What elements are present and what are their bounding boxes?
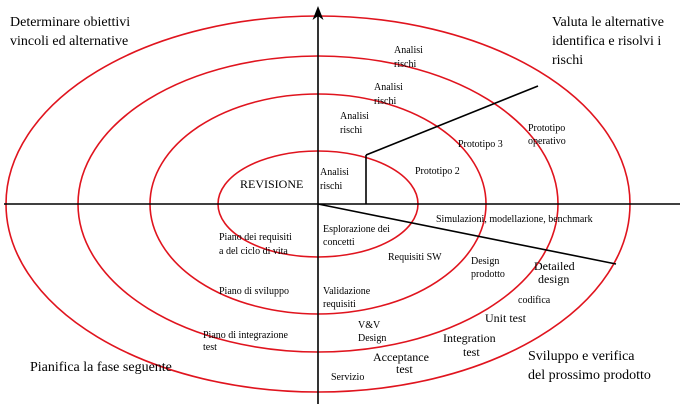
quadrant-bottom-right-line1: Sviluppo e verifica	[528, 349, 635, 364]
prototype-operative-line1: Prototipo	[528, 123, 565, 134]
plan-development-label: Piano di sviluppo	[219, 286, 289, 297]
development-labels: Esplorazione dei concetti Requisiti SW Va…	[323, 224, 575, 383]
acceptance-test-line2: test	[396, 362, 413, 376]
axes	[4, 16, 680, 404]
requirements-sw-label: Requisiti SW	[388, 252, 442, 263]
risk-analysis-2-line1: Analisi	[340, 111, 369, 122]
prototype-3-label: Prototipo 3	[458, 139, 503, 150]
design-product-line2: prodotto	[471, 269, 505, 280]
quadrant-bottom-right-line2: del prossimo prodotto	[528, 368, 651, 383]
plan-requirements-line1: Piano dei requisiti	[219, 232, 292, 243]
y-axis-arrow	[312, 6, 324, 20]
simulation-label: Simulazioni, modellazione, benchmark	[436, 214, 593, 225]
risk-analysis-1-line2: rischi	[320, 181, 342, 192]
acceptance-test-line1: Acceptance	[373, 350, 429, 364]
vv-design-line2: Design	[358, 333, 386, 344]
planning-labels: Piano dei requisiti a del ciclo di vita P…	[203, 232, 292, 353]
design-product-line1: Design	[471, 256, 499, 267]
integration-test-line2: test	[463, 345, 480, 359]
center-revisione-label: REVISIONE	[240, 177, 303, 191]
quadrant-top-right-line2: identifica e risolvi i	[552, 34, 661, 49]
quadrant-top-right-line3: rischi	[552, 53, 583, 68]
plan-requirements-line2: a del ciclo di vita	[219, 246, 288, 257]
coding-label: codifica	[518, 295, 551, 306]
risk-analysis-3-line1: Analisi	[374, 82, 403, 93]
plan-integration-line1: Piano di integrazione	[203, 330, 289, 341]
quadrant-top-right-line1: Valuta le alternative	[552, 15, 664, 30]
detailed-design-line1: Detailed	[534, 259, 575, 273]
unit-test-label: Unit test	[485, 311, 527, 325]
risk-analysis-3-line2: rischi	[374, 96, 396, 107]
quadrant-top-left-line1: Determinare obiettivi	[10, 15, 130, 30]
quadrant-bottom-left-line1: Pianifica la fase seguente	[30, 360, 172, 375]
concept-exploration-line2: concetti	[323, 237, 355, 248]
integration-test-line1: Integration	[443, 331, 496, 345]
prototype-labels: Prototipo 2 Prototipo 3 Prototipo operati…	[415, 123, 566, 177]
svg-text:Pianifica la fase seguente: Pianifica la fase seguente	[30, 360, 172, 375]
concept-exploration-line1: Esplorazione dei	[323, 224, 390, 235]
risk-analysis-2-line2: rischi	[340, 125, 362, 136]
quadrant-top-left-line2: vincoli ed alternative	[10, 34, 128, 49]
risk-analysis-labels: Analisi rischi Analisi rischi Analisi risch…	[320, 45, 423, 192]
prototype-2-label: Prototipo 2	[415, 166, 460, 177]
validation-line1: Validazione	[323, 286, 371, 297]
risk-analysis-4-line1: Analisi	[394, 45, 423, 56]
svg-text:Prototipo 3: Prototipo 3	[458, 139, 503, 150]
risk-analysis-4-line2: rischi	[394, 59, 416, 70]
service-label: Servizio	[331, 372, 364, 383]
prototype-operative-line2: operativo	[528, 136, 566, 147]
detailed-design-line2: design	[538, 272, 569, 286]
risk-divider-horizontal	[365, 85, 539, 156]
quadrant-titles: Determinare obiettivi vincoli ed alternat…	[10, 15, 664, 383]
plan-integration-line2: test	[203, 342, 217, 353]
development-divider	[317, 203, 617, 265]
svg-text:Piano di sviluppo: Piano di sviluppo	[219, 286, 289, 297]
svg-text:Prototipo 2: Prototipo 2	[415, 166, 460, 177]
vv-design-line1: V&V	[358, 320, 381, 331]
validation-line2: requisiti	[323, 299, 356, 310]
risk-analysis-1-line1: Analisi	[320, 167, 349, 178]
